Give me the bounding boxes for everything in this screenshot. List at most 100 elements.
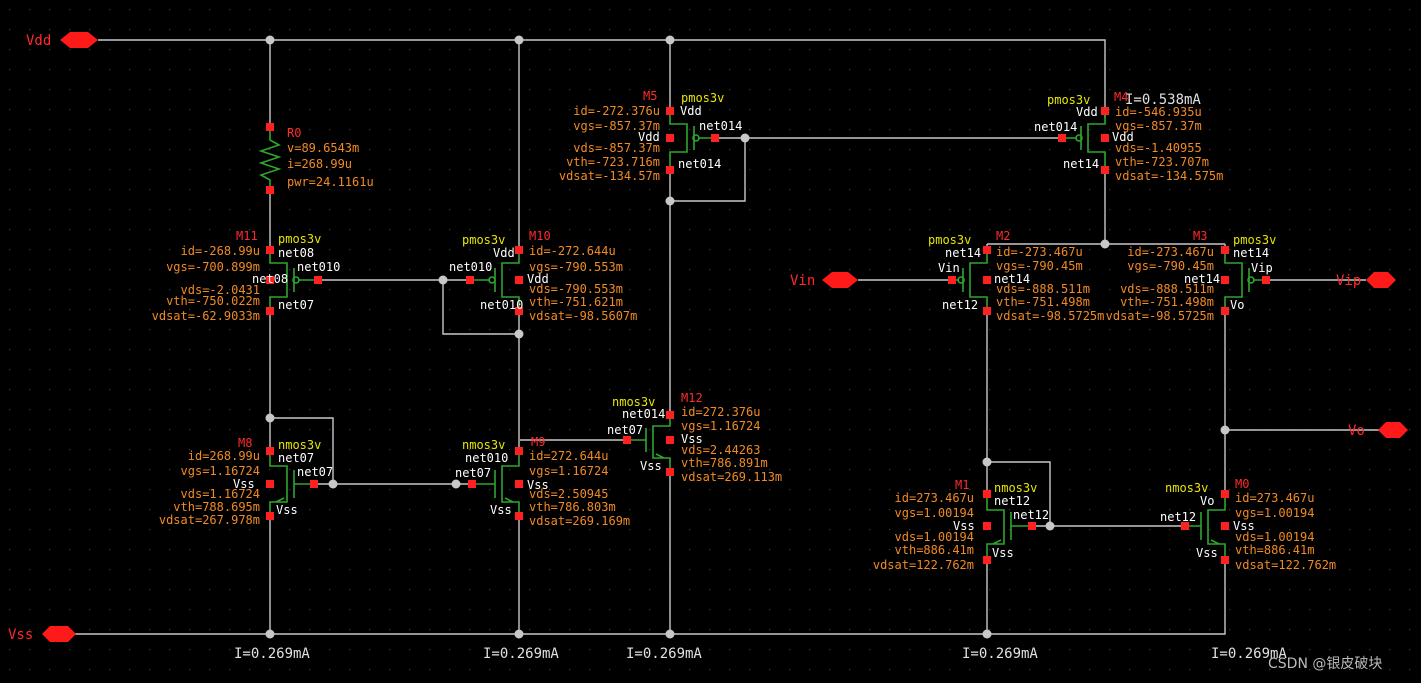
m3-pin-bottom: Vo: [1230, 298, 1244, 312]
m10-pin-bottom: net010: [480, 298, 523, 312]
m10-name: M10: [529, 229, 551, 243]
port-vo-label: Vo: [1348, 423, 1365, 439]
m11-vth: vth=-750.022m: [166, 294, 260, 308]
m5-vdsat: vdsat=-134.57m: [559, 169, 660, 183]
r0-name: R0: [287, 126, 301, 140]
m4-vth: vth=-723.707m: [1115, 155, 1209, 169]
m9-pin-bottom: Vss: [490, 503, 512, 517]
port-vss-label: Vss: [8, 627, 33, 643]
vss-rail: [75, 560, 1226, 635]
m5-vds: vds=-857.37m: [573, 141, 660, 155]
m10-pin-top: Vdd: [493, 246, 515, 260]
m10-symbol: [474, 251, 520, 311]
r0-symbol: [258, 130, 282, 189]
m11-pin-bulk: net08: [252, 272, 288, 286]
m4-pin-gate: net014: [1034, 120, 1077, 134]
m1-cell: nmos3v: [994, 481, 1037, 495]
transistor-m12[interactable]: nmos3v M12 id=272.376u vgs=1.16724 vds=2…: [607, 391, 782, 484]
m12-vgs: vgs=1.16724: [681, 419, 760, 433]
m3-symbol: [1224, 251, 1266, 311]
m2-symbol: [952, 251, 988, 311]
transistor-m2[interactable]: pmos3v M2 id=-273.467u vgs=-790.45m vds=…: [928, 229, 1104, 323]
m2-pin-gate: Vin: [938, 261, 960, 275]
m0-vgs: vgs=1.00194: [1235, 506, 1314, 520]
m8-name: M8: [238, 436, 252, 450]
transistor-m1[interactable]: M1 nmos3v id=273.467u vgs=1.00194 vds=1.…: [873, 478, 1049, 572]
r0-power: pwr=24.1161u: [287, 175, 374, 189]
m1-pin-bottom: Vss: [992, 546, 1014, 560]
m1-pin-top: net12: [994, 494, 1030, 508]
m3-vth: vth=-751.498m: [1120, 295, 1214, 309]
m12-symbol: [627, 415, 671, 472]
m8-pin-bulk: Vss: [233, 477, 255, 491]
m4-pin-bottom: net14: [1063, 157, 1099, 171]
m4-name: M4: [1114, 90, 1128, 104]
m12-pin-bottom: Vss: [640, 459, 662, 473]
m10-id: id=-272.644u: [529, 244, 616, 258]
m12-vth: vth=786.891m: [681, 456, 768, 470]
port-vip[interactable]: Vip: [1336, 272, 1396, 289]
m1-name: M1: [955, 478, 969, 492]
transistor-m11[interactable]: M11 pmos3v id=-268.99u vgs=-700.899m vds…: [152, 229, 341, 323]
m11-vgs: vgs=-700.899m: [166, 260, 260, 274]
m8-pin-gate: net07: [297, 465, 333, 479]
port-vo[interactable]: Vo: [1348, 422, 1408, 439]
resistor-r0[interactable]: R0 v=89.6543m i=268.99u pwr=24.1161u: [287, 126, 374, 189]
m8-vdsat: vdsat=267.978m: [159, 513, 260, 527]
m12-name: M12: [681, 391, 703, 405]
port-vin[interactable]: Vin: [790, 272, 858, 289]
port-vss[interactable]: Vss: [8, 626, 76, 643]
m1-symbol: [986, 494, 1032, 560]
m1-vds: vds=1.00194: [895, 530, 974, 544]
m0-vds: vds=1.00194: [1235, 530, 1314, 544]
m12-pin-bulk: Vss: [681, 432, 703, 446]
m3-vds: vds=-888.511m: [1120, 282, 1214, 296]
watermark: CSDN @银皮破块: [1268, 656, 1382, 672]
current-branch-1: I=0.269mA: [234, 646, 310, 662]
m8-vgs: vgs=1.16724: [181, 464, 260, 478]
vdd-rail: [98, 39, 1106, 118]
m5-vth: vth=-723.716m: [566, 155, 660, 169]
m5-cell: pmos3v: [681, 91, 724, 105]
m5-symbol: [669, 112, 714, 170]
m8-pin-top: net07: [278, 451, 314, 465]
transistor-m10[interactable]: pmos3v M10 id=-272.644u vgs=-790.553m vd…: [449, 229, 637, 323]
m12-cell: nmos3v: [612, 395, 655, 409]
m1-pin-gate: net12: [1013, 508, 1049, 522]
m5-vgs: vgs=-857.37m: [573, 119, 660, 133]
m0-pin-gate: net12: [1160, 510, 1196, 524]
m3-vdsat: vdsat=-98.5725m: [1106, 309, 1214, 323]
m8-symbol: [269, 452, 314, 516]
port-vdd[interactable]: Vdd: [26, 32, 98, 49]
m12-pin-top: net014: [622, 407, 665, 421]
transistor-m4[interactable]: pmos3v M4 I=0.538mA id=-546.935u vgs=-85…: [1034, 90, 1223, 183]
m9-name: M9: [531, 435, 545, 449]
m10-vgs: vgs=-790.553m: [529, 260, 623, 274]
m9-vgs: vgs=1.16724: [529, 464, 608, 478]
m2-vth: vth=-751.498m: [996, 295, 1090, 309]
r0-voltage: v=89.6543m: [287, 141, 359, 155]
m9-vth: vth=786.803m: [529, 500, 616, 514]
transistor-m9[interactable]: nmos3v M9 id=272.644u vgs=1.16724 vds=2.…: [455, 435, 630, 528]
m8-vth: vth=788.695m: [173, 500, 260, 514]
m9-symbol: [472, 452, 520, 516]
transistor-m3[interactable]: M3 pmos3v id=-273.467u vgs=-790.45m vds=…: [1106, 229, 1277, 323]
m9-id: id=272.644u: [529, 449, 608, 463]
transistor-m8[interactable]: M8 nmos3v id=268.99u vgs=1.16724 vds=1.1…: [159, 436, 333, 527]
current-branch-2: I=0.269mA: [483, 646, 559, 662]
m2-vds: vds=-888.511m: [996, 282, 1090, 296]
m10-vdsat: vdsat=-98.5607m: [529, 309, 637, 323]
m4-current-annotation: I=0.538mA: [1125, 92, 1201, 108]
transistor-m0[interactable]: nmos3v M0 id=273.467u vgs=1.00194 vds=1.…: [1160, 477, 1336, 572]
m11-symbol: [269, 251, 314, 311]
m11-vds: vds=-2.0431: [181, 283, 260, 297]
transistor-m5[interactable]: M5 pmos3v id=-272.376u vgs=-857.37m vds=…: [559, 89, 743, 183]
m5-pin-bottom: net014: [678, 157, 721, 171]
pin-squares: [266, 107, 1270, 564]
m5-pin-top: Vdd: [680, 104, 702, 118]
m0-vth: vth=886.41m: [1235, 543, 1314, 557]
m9-pin-top: net010: [465, 451, 508, 465]
m12-vds: vds=2.44263: [681, 443, 760, 457]
m8-cell: nmos3v: [278, 438, 321, 452]
